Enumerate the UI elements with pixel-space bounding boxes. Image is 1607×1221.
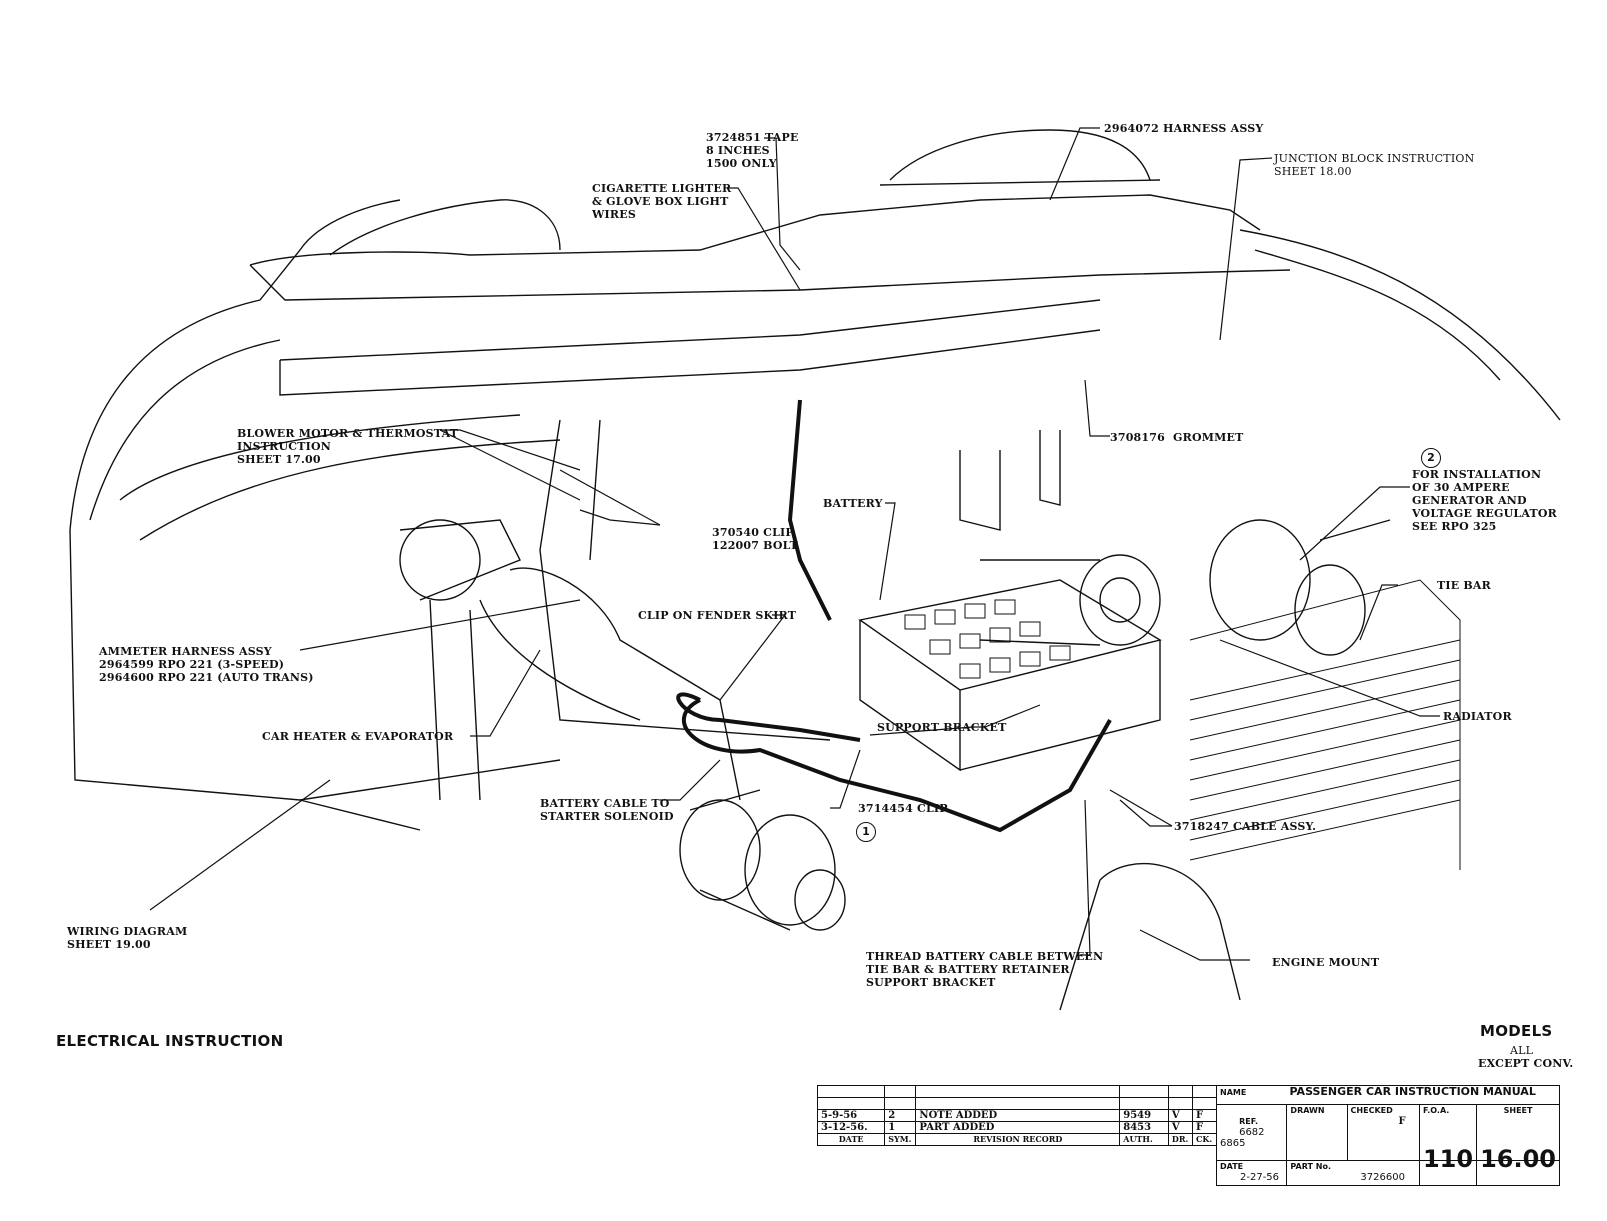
rev-desc: NOTE ADDED: [915, 1109, 1121, 1122]
name-label: NAME: [1220, 1088, 1247, 1097]
rev-ck: F: [1192, 1109, 1217, 1122]
callout-tie-bar: TIE BAR: [1437, 579, 1491, 592]
part-no-label: PART No.: [1290, 1162, 1332, 1171]
checked-label: CHECKED: [1350, 1106, 1393, 1115]
page-title: ELECTRICAL INSTRUCTION: [56, 1032, 284, 1050]
title-block: NAME PASSENGER CAR INSTRUCTION MANUAL RE…: [1215, 1085, 1560, 1186]
rev-sym: [884, 1085, 917, 1098]
callout-junction-block: JUNCTION BLOCK INSTRUCTION SHEET 18.00: [1274, 152, 1475, 178]
sheet-label: SHEET: [1503, 1106, 1533, 1115]
date-label: DATE: [1220, 1162, 1244, 1171]
fender-top: [89, 339, 281, 521]
fan: [1209, 519, 1311, 641]
callout-cigarette-lighter: CIGARETTE LIGHTER & GLOVE BOX LIGHT WIRE…: [592, 182, 732, 221]
manual-name: PASSENGER CAR INSTRUCTION MANUAL: [1289, 1085, 1536, 1098]
heater-duct: [509, 567, 741, 801]
left-fender-outline: [69, 199, 401, 531]
leader-lines: [149, 127, 1440, 961]
callout-clip-bolt: 370540 CLIP 122007 BOLT: [712, 526, 799, 552]
rev-auth: 8453: [1119, 1121, 1169, 1134]
callout-harness-assy: 2964072 HARNESS ASSY: [1104, 122, 1264, 135]
rev-dr: [1167, 1085, 1194, 1098]
callout-clip-fender-skirt: CLIP ON FENDER SKIRT: [638, 609, 797, 622]
right-dome: [889, 129, 1151, 181]
right-fender: [1239, 229, 1561, 421]
callout-engine-mount: ENGINE MOUNT: [1272, 956, 1380, 969]
note-marker-1: 1: [856, 822, 876, 842]
battery-cable: [682, 399, 1112, 833]
cowl-top: [249, 194, 1261, 266]
header-auth: AUTH.: [1119, 1133, 1169, 1146]
rev-sym: [884, 1097, 917, 1110]
rev-date: 5-9-56: [816, 1109, 886, 1122]
table-header-row: DATE SYM. REVISION RECORD AUTH. DR. CK.: [816, 1133, 1217, 1146]
callout-radiator: RADIATOR: [1443, 710, 1512, 723]
callout-battery-cable-starter: BATTERY CABLE TO STARTER SOLENOID: [540, 797, 674, 823]
foa-value: 110: [1418, 1146, 1478, 1172]
callout-tape: 3724851 TAPE 8 INCHES 1500 ONLY: [706, 131, 799, 170]
rev-date: [816, 1085, 886, 1098]
callout-support-bracket: SUPPORT BRACKET: [877, 721, 1007, 734]
header-date: DATE: [816, 1133, 886, 1146]
rev-desc: [915, 1085, 1121, 1098]
rev-ck: F: [1192, 1121, 1217, 1134]
callout-car-heater: CAR HEATER & EVAPORATOR: [262, 730, 454, 743]
callout-thread-cable: THREAD BATTERY CABLE BETWEEN TIE BAR & B…: [866, 950, 1104, 989]
engine-mount: [1059, 862, 1241, 1011]
callout-wiring-diagram: WIRING DIAGRAM SHEET 19.00: [67, 925, 188, 951]
models-heading: MODELS: [1480, 1022, 1553, 1040]
rev-desc: [915, 1097, 1121, 1110]
rev-desc: PART ADDED: [915, 1121, 1121, 1134]
foa-label: F.O.A.: [1422, 1106, 1450, 1115]
rev-sym: 2: [884, 1109, 917, 1122]
table-row: [816, 1097, 1217, 1110]
header-ck: CK.: [1192, 1133, 1217, 1146]
callout-cable-assy: 3718247 CABLE ASSY.: [1174, 820, 1317, 833]
callout-blower-motor: BLOWER MOTOR & THERMOSTAT INSTRUCTION SH…: [237, 427, 459, 466]
callout-clip-3714454: 3714454 CLIP: [858, 802, 948, 815]
rev-dr: V: [1167, 1121, 1194, 1134]
header-dr: DR.: [1167, 1133, 1194, 1146]
note-marker-2: 2: [1421, 448, 1441, 468]
rev-sym: 1: [884, 1121, 917, 1134]
rev-dr: [1167, 1097, 1194, 1110]
table-row: 5-9-56 2 NOTE ADDED 9549 V F: [816, 1109, 1217, 1122]
generator: [1079, 554, 1161, 646]
lower-left-body: [69, 529, 561, 801]
distributor: [959, 430, 1061, 531]
left-dome: [329, 199, 561, 256]
models-line2: EXCEPT CONV.: [1478, 1057, 1574, 1070]
rev-auth: [1119, 1097, 1169, 1110]
drawn-label: DRAWN: [1290, 1106, 1325, 1115]
rev-auth: [1119, 1085, 1169, 1098]
rev-date: [816, 1097, 886, 1110]
radiator: [1189, 579, 1461, 870]
callout-generator-note: FOR INSTALLATION OF 30 AMPERE GENERATOR …: [1412, 468, 1557, 533]
revision-record-table: 5-9-56 2 NOTE ADDED 9549 V F 3-12-56. 1 …: [816, 1085, 1217, 1146]
table-row: [816, 1085, 1217, 1098]
models-line1: ALL: [1510, 1044, 1534, 1057]
callout-battery: BATTERY: [823, 497, 883, 510]
ref-label: REF.: [1239, 1117, 1259, 1126]
part-no-value: 3726600: [1360, 1172, 1405, 1183]
table-row: 3-12-56. 1 PART ADDED 8453 V F: [816, 1121, 1217, 1134]
checked-value: F: [1398, 1116, 1406, 1127]
starter-motor: [679, 789, 846, 931]
rev-date: 3-12-56.: [816, 1121, 886, 1134]
rev-ck: [1192, 1097, 1217, 1110]
battery-cells: [904, 599, 1071, 679]
rev-ck: [1192, 1085, 1217, 1098]
header-revision-record: REVISION RECORD: [915, 1133, 1121, 1146]
ref-values: 6682 6865: [1220, 1127, 1265, 1149]
sheet-value: 16.00: [1476, 1146, 1560, 1172]
callout-ammeter-harness: AMMETER HARNESS ASSY 2964599 RPO 221 (3-…: [99, 645, 314, 684]
blower-motor: [399, 519, 481, 601]
rev-dr: V: [1167, 1109, 1194, 1122]
header-sym: SYM.: [884, 1133, 917, 1146]
date-value: 2-27-56: [1240, 1172, 1280, 1183]
rev-auth: 9549: [1119, 1109, 1169, 1122]
callout-grommet: 3708176 GROMMET: [1110, 431, 1244, 444]
